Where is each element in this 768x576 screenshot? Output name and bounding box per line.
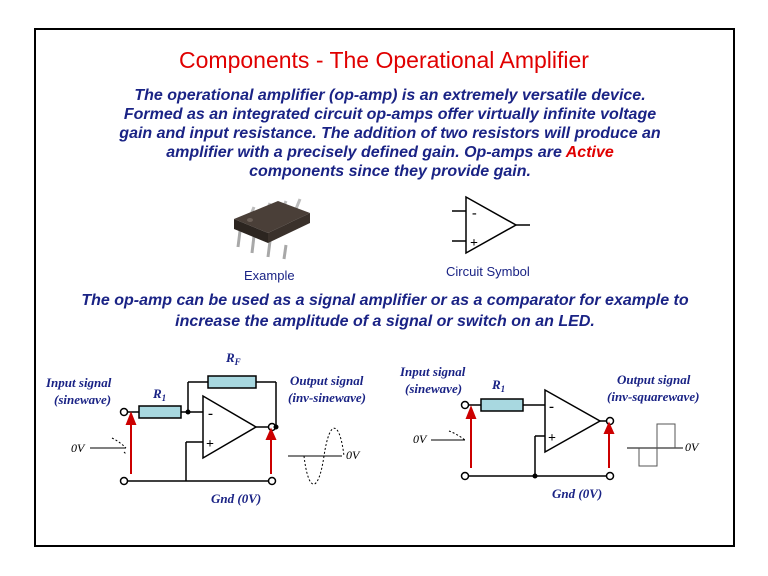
cmp-output-label-2: (inv-squarewave) — [607, 389, 699, 404]
comparator-circuit: Input signal (sinewave) Output signal (i… — [399, 364, 700, 501]
intro-line-4-text: amplifier with a precisely defined gain.… — [166, 144, 566, 161]
usage-paragraph: The op-amp can be used as a signal ampli… — [50, 290, 720, 332]
opamp-plus: + — [470, 236, 478, 251]
opamp-minus: - — [472, 206, 477, 221]
cmp-r1-resistor — [480, 398, 524, 412]
cmp-output-wave — [627, 423, 683, 467]
amp-rf-resistor — [207, 375, 257, 389]
opamp-triangle — [465, 195, 518, 255]
slide-frame — [34, 28, 735, 547]
cmp-out-terminal — [605, 416, 615, 426]
cmp-0v-in: 0V — [413, 432, 428, 446]
amplifier-circuit: Input signal (sinewave) Output signal (i… — [45, 350, 366, 506]
cmp-input-wave — [431, 430, 466, 441]
amp-0v-in: 0V — [71, 441, 86, 455]
amp-plus: + — [206, 437, 214, 452]
ic-chip-image — [234, 198, 310, 260]
cmp-in-terminal — [460, 400, 470, 410]
cmp-input-label-1: Input signal — [399, 364, 466, 379]
amp-opamp-triangle — [202, 394, 258, 460]
cmp-plus: + — [548, 431, 556, 446]
page-title: Components - The Operational Amplifier — [179, 47, 589, 73]
usage-line-2: increase the amplitude of a signal or sw… — [175, 313, 595, 330]
cmp-opamp-triangle — [544, 388, 602, 454]
amp-r1-label: R1 — [152, 386, 166, 403]
ic-pins-front — [236, 230, 288, 260]
cmp-output-label-1: Output signal — [617, 372, 691, 387]
ic-notch — [247, 218, 253, 222]
amp-output-wave — [288, 427, 345, 485]
amp-in-terminal — [119, 407, 129, 417]
amp-input-wave — [90, 437, 127, 455]
intro-line-2: Formed as an integrated circuit op-amps … — [123, 106, 657, 123]
amp-input-label-1: Input signal — [45, 375, 112, 390]
ic-body-front — [234, 219, 268, 243]
cmp-0v-out: 0V — [685, 440, 700, 454]
cmp-in-gnd-terminal — [460, 471, 470, 481]
amp-input-label-2: (sinewave) — [54, 392, 111, 407]
cmp-gnd-label: Gnd (0V) — [552, 486, 602, 501]
intro-line-5: components since they provide gain. — [249, 163, 531, 180]
ic-body-top — [234, 201, 310, 233]
amp-in-gnd-terminal — [119, 476, 129, 486]
amp-r1-resistor — [138, 405, 182, 419]
cmp-input-label-2: (sinewave) — [405, 381, 462, 396]
amp-0v-out: 0V — [346, 448, 361, 462]
opamp-symbol: - + — [452, 195, 530, 255]
cmp-r1-label: R1 — [491, 377, 505, 394]
cmp-out-gnd-terminal — [605, 471, 615, 481]
example-caption: Example — [244, 268, 295, 283]
amp-minus: - — [208, 406, 213, 422]
intro-line-3: gain and input resistance. The addition … — [119, 125, 661, 142]
intro-paragraph: The operational amplifier (op-amp) is an… — [90, 86, 690, 181]
amp-gnd-label: Gnd (0V) — [211, 491, 261, 506]
amp-rf-label: RF — [225, 350, 241, 367]
intro-line-4: amplifier with a precisely defined gain.… — [90, 143, 690, 162]
active-word: Active — [565, 144, 614, 161]
amp-output-label-1: Output signal — [290, 373, 364, 388]
cmp-minus: - — [549, 399, 554, 415]
symbol-caption: Circuit Symbol — [446, 264, 530, 279]
intro-line-1: The operational amplifier (op-amp) is an… — [134, 87, 646, 104]
ic-body-side — [268, 213, 310, 243]
amp-output-label-2: (inv-sinewave) — [288, 390, 366, 405]
amp-out-gnd-terminal — [267, 476, 277, 486]
usage-line-1: The op-amp can be used as a signal ampli… — [81, 292, 689, 309]
